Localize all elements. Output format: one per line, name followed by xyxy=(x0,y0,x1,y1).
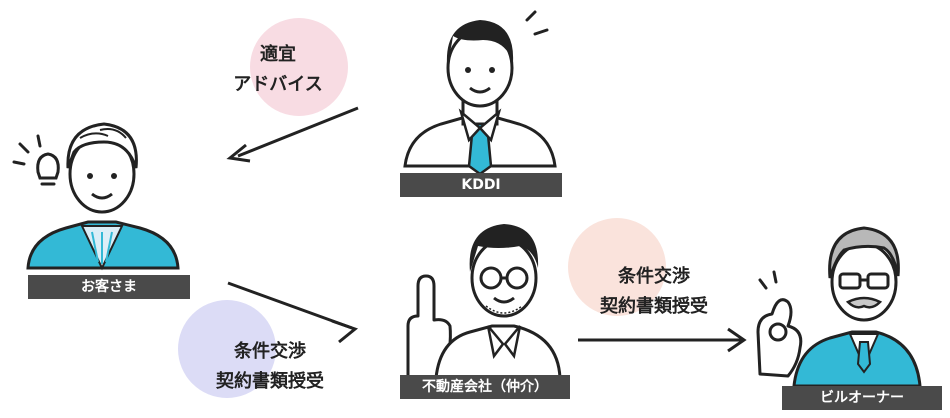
negotiation-left-line-2: 契約書類授受 xyxy=(216,371,324,392)
advice-bubble xyxy=(250,18,348,116)
arrow-customer-to-agent xyxy=(227,281,359,344)
negotiation-right-line-1: 条件交渉 xyxy=(618,266,690,287)
ok-hand-icon xyxy=(756,298,803,378)
negotiation-left-bubble xyxy=(178,300,276,398)
negotiation-left-line-1: 条件交渉 xyxy=(234,341,306,362)
glasses-icon xyxy=(479,266,529,290)
glasses-icon xyxy=(838,272,890,290)
owner-person xyxy=(756,226,922,388)
kddi-nametag: KDDI xyxy=(400,173,562,197)
advice-label: 適宜 アドバイス xyxy=(218,40,338,100)
negotiation-right-bubble xyxy=(568,218,666,316)
negotiation-left-label: 条件交渉 契約書類授受 xyxy=(200,337,340,397)
arrow-kddi-to-customer xyxy=(226,106,359,163)
advice-label-line-1: 適宜 xyxy=(260,44,296,65)
advice-label-line-2: アドバイス xyxy=(233,74,323,95)
negotiation-right-line-2: 契約書類授受 xyxy=(600,296,708,317)
attention-lines-icon xyxy=(525,10,549,36)
pointing-finger-icon xyxy=(406,274,452,380)
lightbulb-icon xyxy=(12,134,60,186)
negotiation-right-label: 条件交渉 契約書類授受 xyxy=(584,262,724,322)
agent-nametag: 不動産会社（仲介） xyxy=(400,375,570,399)
owner-nametag: ビルオーナー xyxy=(782,386,942,410)
customer-nametag: お客さま xyxy=(28,275,190,299)
customer-person xyxy=(12,122,180,271)
kddi-person xyxy=(403,10,557,176)
agent-person xyxy=(406,224,562,380)
arrow-agent-to-owner xyxy=(578,327,747,353)
